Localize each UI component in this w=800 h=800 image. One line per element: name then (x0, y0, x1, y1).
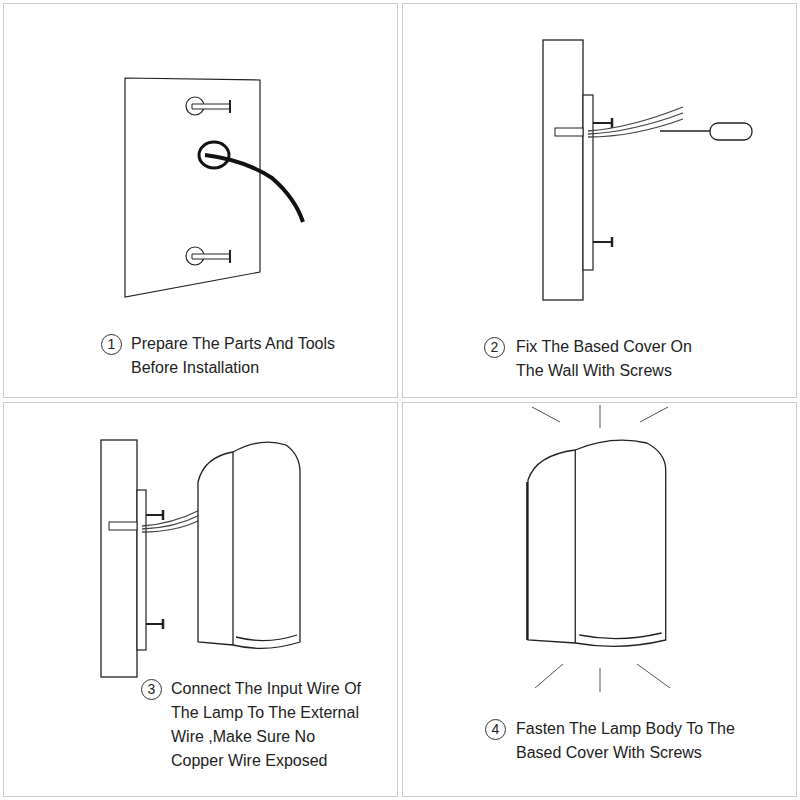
step-number: 4 (485, 719, 506, 740)
step-panel: 1 Prepare The Parts And Tools Before Inst… (3, 3, 398, 398)
step-panel: 3 Connect The Input Wire Of The Lamp To T… (3, 402, 398, 797)
step-panel: 2 Fix The Based Cover On The Wall With Sc… (402, 3, 797, 398)
step-caption: Prepare The Parts And Tools Before Insta… (131, 332, 336, 380)
step-panel: 4 Fasten The Lamp Body To The Based Cover… (402, 402, 797, 797)
step-number: 1 (101, 334, 122, 355)
wall-plate (125, 78, 303, 297)
step-caption: Fasten The Lamp Body To The Based Cover … (516, 717, 746, 765)
wall-section (543, 40, 752, 300)
step-number: 3 (141, 679, 162, 700)
step-caption: Fix The Based Cover On The Wall With Scr… (516, 335, 716, 383)
step-caption: Connect The Input Wire Of The Lamp To Th… (171, 677, 371, 773)
step-number: 2 (484, 337, 505, 358)
lit-lamp (528, 405, 670, 692)
wall-with-lamp (101, 440, 300, 677)
